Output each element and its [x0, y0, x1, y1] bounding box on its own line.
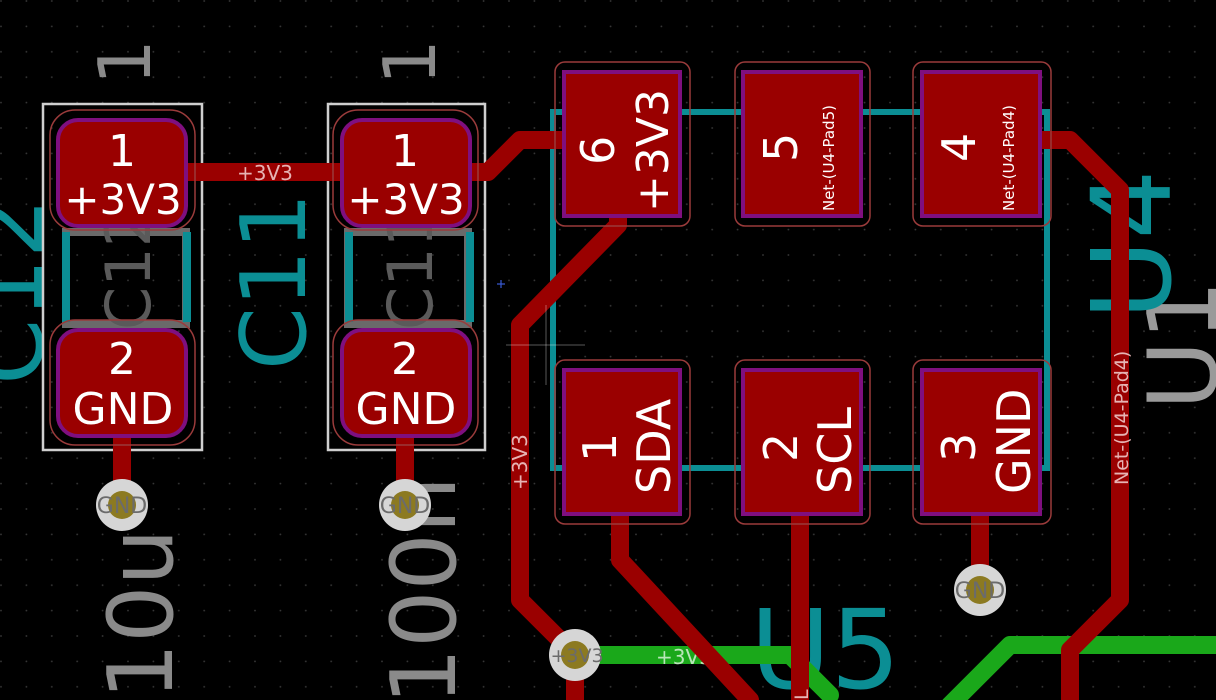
c12-pad2-net: GND [73, 384, 174, 435]
u1-refdes-partial: U1 [1129, 280, 1216, 410]
c11-pad1-net: +3V3 [347, 175, 464, 224]
c12-refdes: C12 [0, 198, 65, 385]
u4-pad-4[interactable] [920, 70, 1042, 218]
anchor-marker-icon [497, 280, 505, 288]
c12-value-top: 1 [83, 39, 167, 85]
u4-pad3-net: GND [987, 389, 1041, 494]
cap-body-ghost-text: C12 C11 [92, 208, 447, 330]
u4-pad1-net: SDA [627, 398, 681, 494]
c12-pad1-num: 1 [108, 126, 136, 177]
via-gnd-3[interactable]: GND [954, 564, 1006, 616]
pad-clearances [49, 61, 1052, 525]
c12-pad-1[interactable] [56, 118, 188, 228]
u4-pad6-net: +3V3 [628, 89, 679, 212]
via-gnd-2[interactable]: GND [379, 479, 431, 531]
track-c12-c11-3v3 [113, 131, 627, 181]
u4-pad5-net: Net-(U4-Pad5) [820, 105, 838, 211]
via-3v3[interactable]: +3V3 [549, 629, 604, 681]
c11-pad2-net: GND [356, 384, 457, 435]
u4-pad-5[interactable] [741, 70, 863, 218]
via-3v3-label: +3V3 [550, 645, 603, 667]
back-track-right [942, 636, 1216, 700]
c11-pad-2[interactable] [340, 328, 472, 438]
u4-pad3-num: 3 [932, 433, 986, 462]
u4-pads[interactable] [562, 70, 1042, 516]
u4-pad-2[interactable] [741, 368, 863, 516]
silk-values: 1 1 10u 100n U1 [83, 39, 1216, 700]
u4-pad-3[interactable] [920, 368, 1042, 516]
c11-ghost-label: C11 [374, 208, 447, 330]
via-gnd-2-label: GND [380, 494, 430, 519]
cap-pad-labels: 1 +3V3 2 GND 1 +3V3 2 GND [64, 126, 464, 435]
pad4-track-label: Net-(U4-Pad4) [1111, 351, 1133, 485]
c12-pad-2[interactable] [56, 328, 188, 438]
cap-body-sides [62, 232, 474, 322]
c11-refdes: C11 [222, 193, 327, 370]
vias[interactable]: GND GND GND +3V3 [96, 479, 1006, 681]
u4-pad4-net: Net-(U4-Pad4) [1000, 105, 1018, 211]
u4-pad-1[interactable] [562, 368, 682, 516]
cursor-crosshair-icon [506, 305, 585, 385]
u4-pad-6[interactable] [562, 70, 682, 218]
via-gnd-1[interactable]: GND [96, 479, 148, 531]
c12-pad1-net: +3V3 [64, 175, 181, 224]
u4-pad1-num: 1 [573, 433, 627, 462]
c11-pad2-num: 2 [391, 334, 419, 385]
track-pad4 [976, 131, 1129, 700]
cap-pads[interactable] [56, 118, 472, 438]
u4-pad6-num: 6 [571, 136, 625, 165]
u4-pad2-net: SCL [808, 407, 862, 494]
via-gnd-1-label: GND [97, 494, 147, 519]
scl-track-label: L [791, 689, 813, 700]
u4-pad5-num: 5 [754, 133, 808, 162]
c11-pad-1[interactable] [340, 118, 472, 228]
c12-ghost-label: C12 [92, 208, 165, 330]
c11-pad1-num: 1 [391, 126, 419, 177]
front-track-3v3-vlabel: +3V3 [508, 434, 532, 490]
u4-pad4-num: 4 [932, 133, 986, 162]
u4-refdes: U4 [1068, 170, 1196, 321]
u4-pad2-num: 2 [754, 433, 808, 462]
via-gnd-3-label: GND [955, 579, 1005, 604]
front-track-3v3-label: +3V3 [237, 161, 293, 185]
c11-value-top: 1 [368, 39, 452, 85]
c12-pad2-num: 2 [108, 334, 136, 385]
u4-pad-labels: 6 +3V3 5 Net-(U4-Pad5) 4 Net-(U4-Pad4) 1… [571, 89, 1041, 494]
c12-value-bottom: 10u [89, 528, 194, 700]
